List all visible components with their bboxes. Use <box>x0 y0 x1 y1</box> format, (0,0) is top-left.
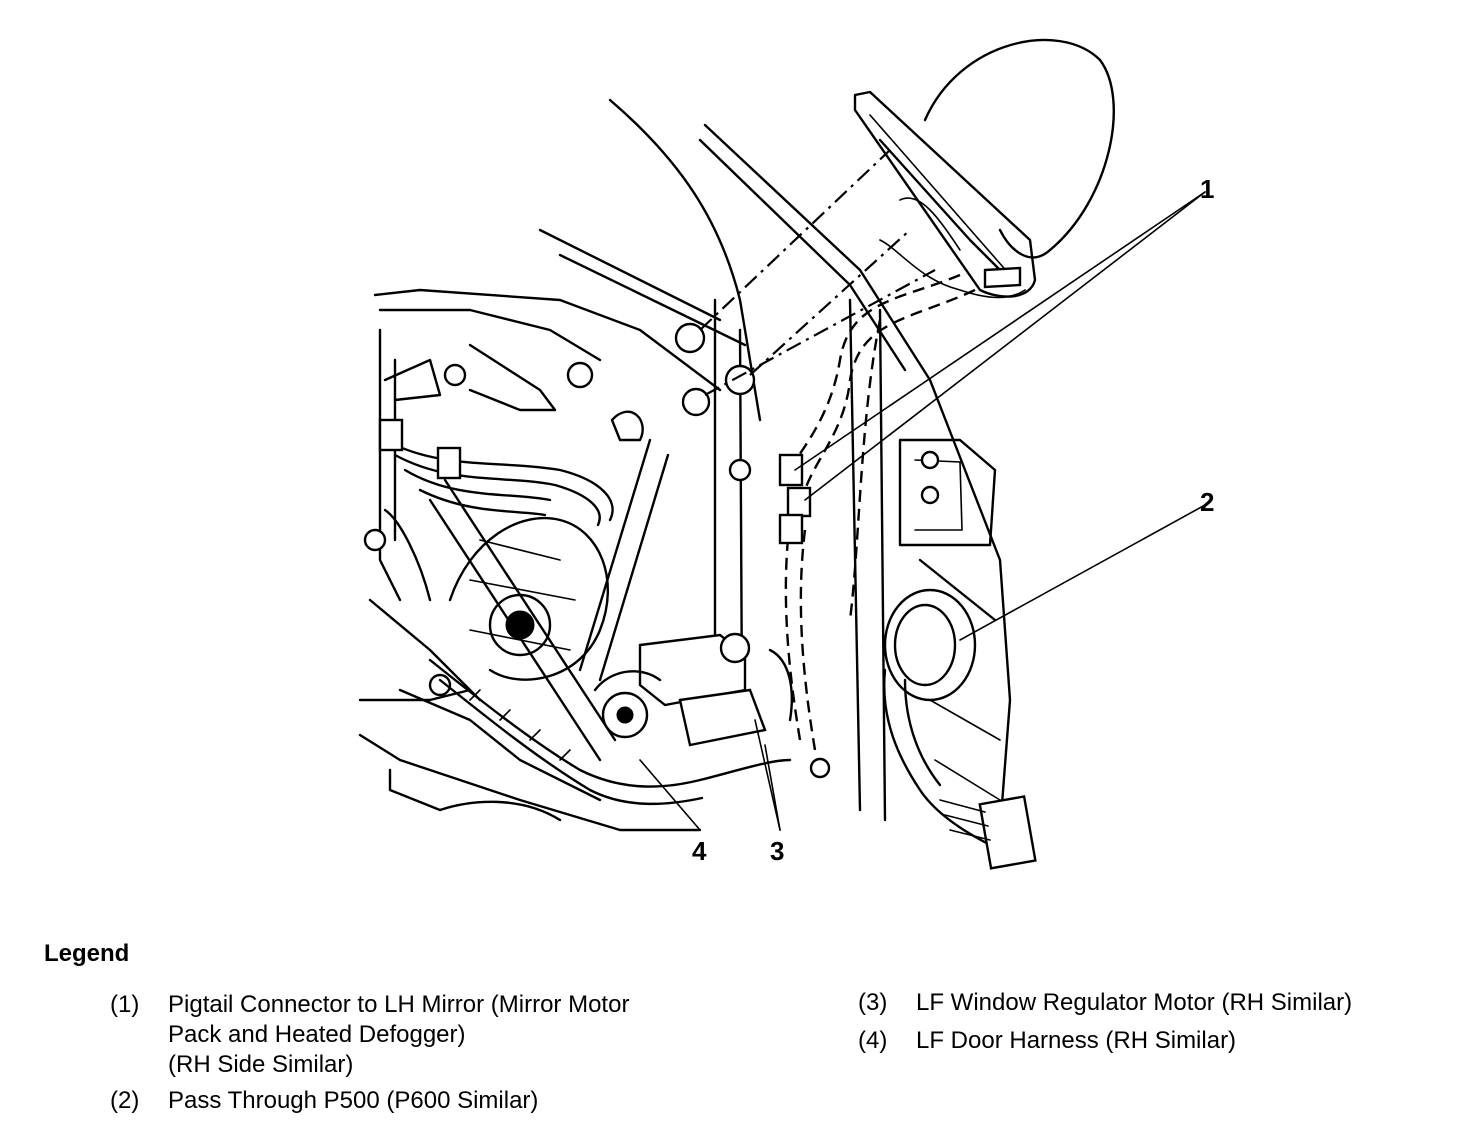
legend-number: (1) <box>110 991 140 1018</box>
leader-lines <box>639 191 1206 831</box>
legend-text: Pigtail Connector to LH Mirror (Mirror M… <box>168 991 630 1018</box>
window-regulator <box>428 410 670 762</box>
callout-1: 1 <box>1200 174 1214 204</box>
callout-2: 2 <box>1200 487 1214 517</box>
legend-item-1: (1) Pigtail Connector to LH Mirror (Mirr… <box>110 990 750 1082</box>
mirror-nuts <box>674 149 936 417</box>
door-wiring-diagram: 1 2 3 4 <box>358 38 1214 870</box>
legend-text: Pack and Heated Defogger) <box>168 1021 466 1048</box>
legend-item-4: (4) LF Door Harness (RH Similar) <box>858 1026 1458 1056</box>
legend-text: LF Door Harness (RH Similar) <box>916 1027 1237 1054</box>
legend-item-3: (3) LF Window Regulator Motor (RH Simila… <box>858 988 1458 1018</box>
legend-item-2: (2) Pass Through P500 (P600 Similar) <box>110 1086 750 1116</box>
legend-number: (2) <box>110 1087 140 1114</box>
pass-through-connector <box>883 438 1037 870</box>
callout-4: 4 <box>692 836 707 866</box>
legend-number: (3) <box>858 989 888 1016</box>
door-illustration: 1 2 3 4 <box>358 38 1214 870</box>
legend-text: Pass Through P500 (P600 Similar) <box>168 1087 539 1114</box>
mirror-assembly <box>853 38 1115 299</box>
legend-title: Legend <box>44 940 130 967</box>
inner-door-panel <box>358 288 752 832</box>
pigtail-harness <box>778 273 976 751</box>
legend-text: (RH Side Similar) <box>168 1051 354 1078</box>
callout-3: 3 <box>770 836 784 866</box>
regulator-motor <box>593 632 793 747</box>
wire-bundle-left <box>378 418 614 602</box>
door-harness <box>428 658 831 806</box>
legend-text: LF Window Regulator Motor (RH Similar) <box>916 989 1353 1016</box>
legend-number: (4) <box>858 1027 888 1054</box>
